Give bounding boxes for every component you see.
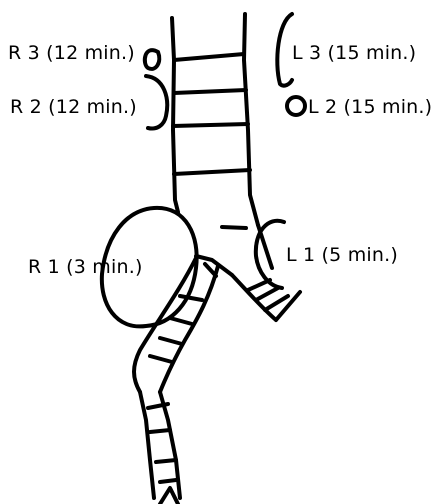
label-r2: R 2 (12 min.) [10,98,137,117]
marker-l3-arc [277,14,292,86]
left-bronchus-rings [248,280,288,310]
label-l1: L 1 (5 min.) [286,246,398,265]
label-r3: R 3 (12 min.) [8,44,135,63]
marker-l1-node [256,221,284,288]
label-l3: L 3 (15 min.) [292,44,416,63]
bottom-tick [160,488,178,504]
label-l2: L 2 (15 min.) [308,98,432,117]
tracheal-rings [173,54,250,228]
marker-l2-ring [287,97,305,115]
trachea-right-wall [244,14,258,225]
trachea-left-wall [172,18,178,212]
right-bronchus-inner-wall [160,266,218,392]
marker-r3-loop [145,50,159,69]
label-r1: R 1 (3 min.) [28,258,143,277]
marker-r2-arc [146,76,167,129]
